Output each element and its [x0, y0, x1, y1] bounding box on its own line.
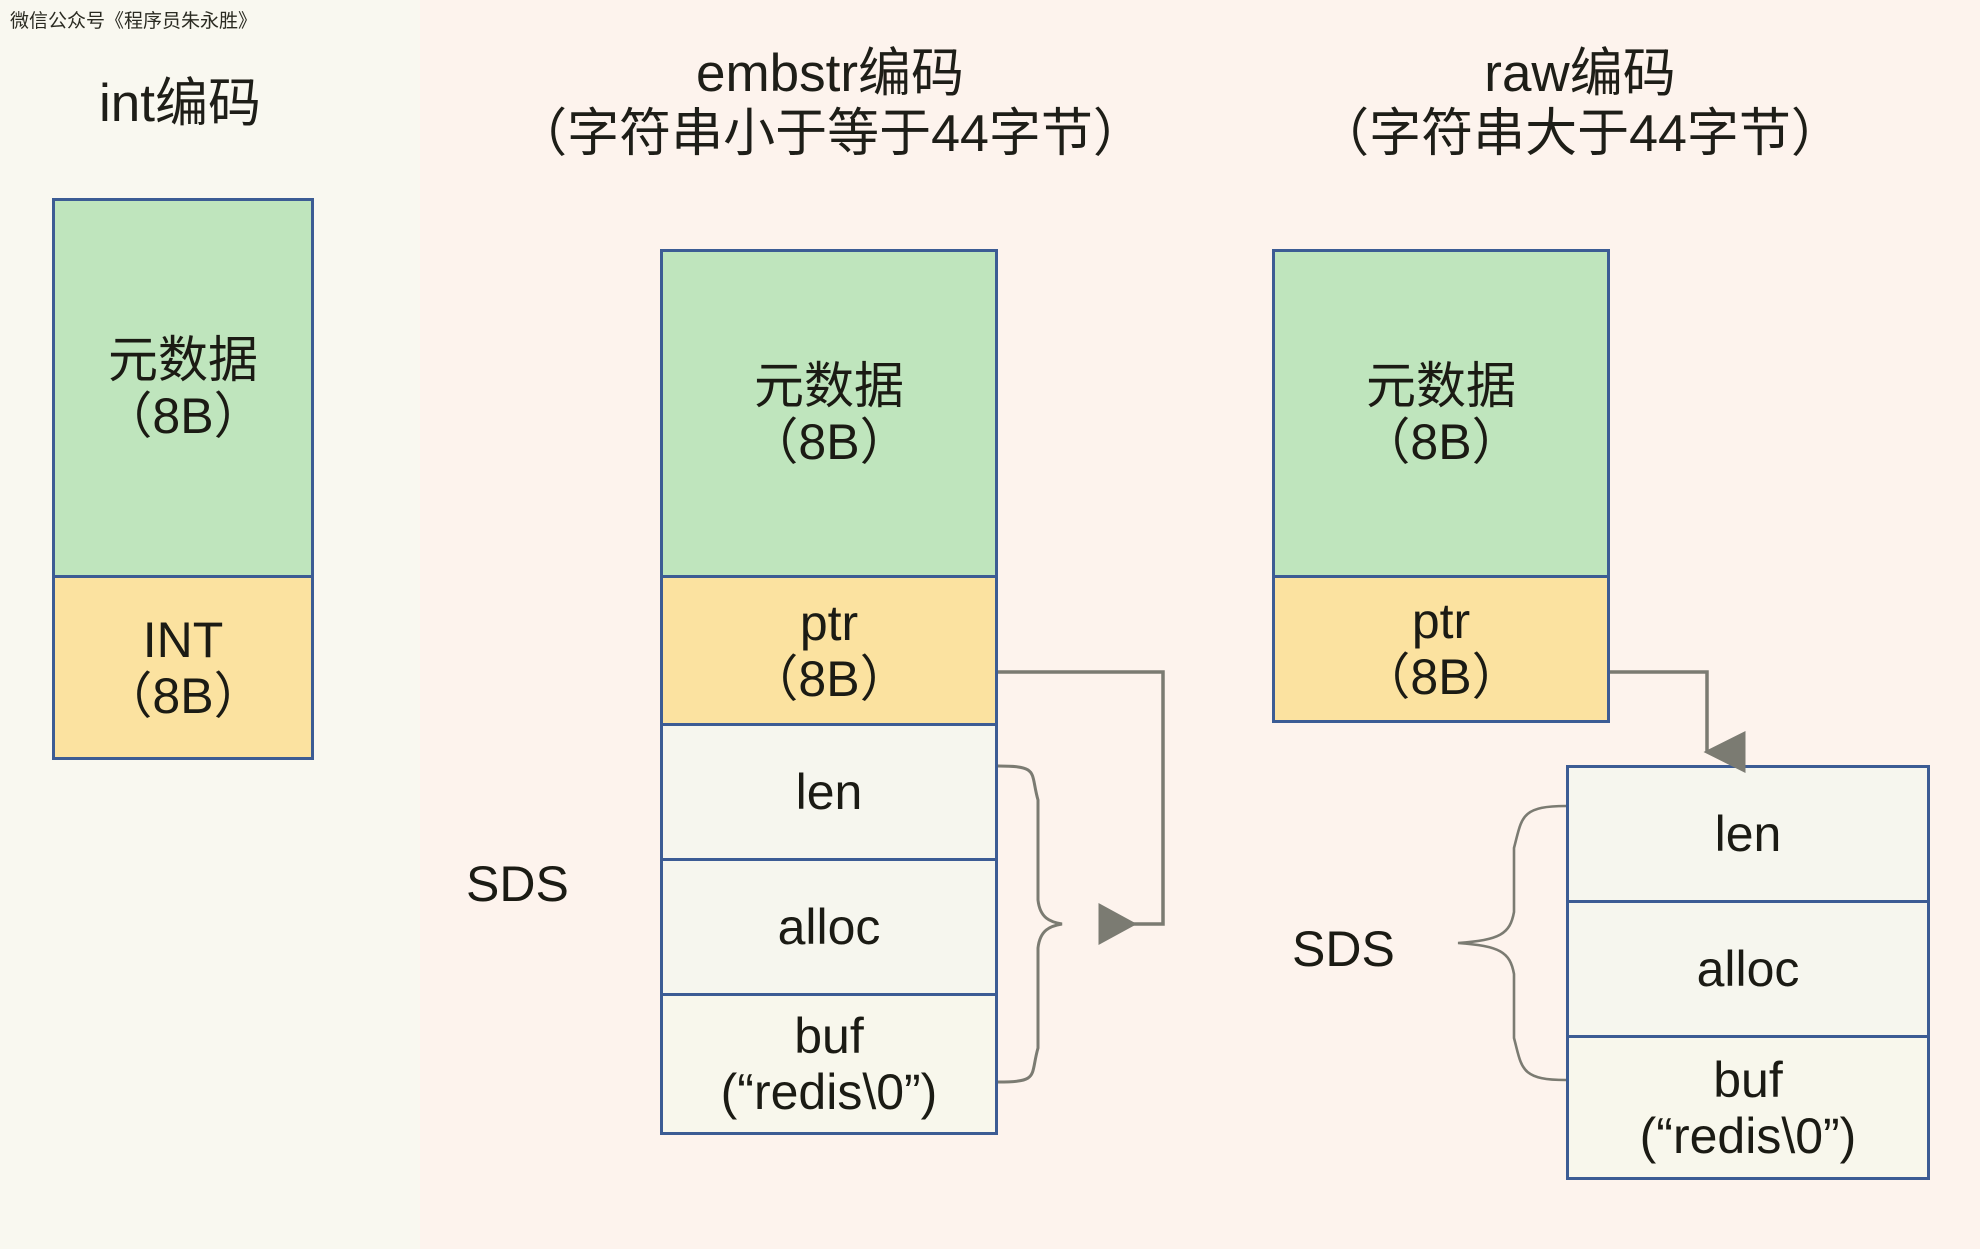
- raw-sds-buf-line1: buf: [1713, 1051, 1783, 1108]
- int-value-line2: （8B）: [102, 667, 264, 724]
- embstr-object-box: 元数据 （8B） ptr （8B） len alloc buf (“redis\…: [660, 249, 998, 1135]
- int-metadata-line1: 元数据: [108, 332, 258, 388]
- embstr-buf-line1: buf: [794, 1008, 864, 1064]
- embstr-metadata-line2: （8B）: [748, 413, 910, 470]
- embstr-ptr-line2: （8B）: [748, 650, 910, 707]
- column-title-embstr-main: embstr编码: [696, 44, 964, 103]
- int-cell-metadata: 元数据 （8B）: [52, 198, 314, 575]
- embstr-cell-len: len: [660, 723, 998, 858]
- raw-metadata-line1: 元数据: [1366, 357, 1516, 414]
- raw-sds-cell-len: len: [1566, 765, 1930, 900]
- column-title-embstr-sub: （字符串小于等于44字节）: [515, 104, 1145, 163]
- embstr-ptr-line1: ptr: [799, 594, 859, 651]
- raw-sds-cell-buf: buf (“redis\0”): [1566, 1035, 1930, 1180]
- raw-cell-metadata: 元数据 （8B）: [1272, 249, 1610, 575]
- raw-metadata-line2: （8B）: [1360, 413, 1522, 470]
- raw-sds-label: SDS: [1292, 921, 1395, 977]
- raw-sds-cell-alloc: alloc: [1566, 900, 1930, 1035]
- raw-object-box: 元数据 （8B） ptr （8B）: [1272, 249, 1610, 723]
- embstr-alloc-label: alloc: [777, 899, 881, 955]
- embstr-cell-metadata: 元数据 （8B）: [660, 249, 998, 575]
- embstr-cell-buf: buf (“redis\0”): [660, 993, 998, 1135]
- column-title-raw: raw编码 （字符串大于44字节）: [1220, 44, 1940, 165]
- int-cell-value: INT （8B）: [52, 575, 314, 760]
- raw-sds-box: len alloc buf (“redis\0”): [1566, 765, 1930, 1180]
- embstr-cell-ptr: ptr （8B）: [660, 575, 998, 723]
- raw-sds-alloc-label: alloc: [1696, 941, 1800, 997]
- embstr-cell-alloc: alloc: [660, 858, 998, 993]
- embstr-metadata-line1: 元数据: [754, 357, 904, 414]
- raw-sds-buf-line2: (“redis\0”): [1639, 1107, 1857, 1164]
- watermark-text: 微信公众号《程序员朱永胜》: [10, 10, 258, 32]
- embstr-len-label: len: [795, 764, 863, 820]
- column-title-int-main: int编码: [99, 74, 261, 133]
- raw-ptr-line2: （8B）: [1360, 649, 1522, 705]
- column-title-raw-sub: （字符串大于44字节）: [1317, 104, 1843, 163]
- embstr-sds-label: SDS: [466, 856, 569, 912]
- raw-sds-len-label: len: [1714, 806, 1782, 862]
- raw-ptr-line1: ptr: [1411, 593, 1471, 649]
- int-object-box: 元数据 （8B） INT （8B）: [52, 198, 314, 760]
- column-title-embstr: embstr编码 （字符串小于等于44字节）: [440, 44, 1220, 165]
- column-title-int: int编码: [60, 74, 300, 135]
- int-value-line1: INT: [142, 611, 224, 668]
- raw-cell-ptr: ptr （8B）: [1272, 575, 1610, 723]
- int-metadata-line2: （8B）: [102, 388, 264, 444]
- column-title-raw-main: raw编码: [1484, 44, 1676, 103]
- embstr-buf-line2: (“redis\0”): [720, 1064, 938, 1120]
